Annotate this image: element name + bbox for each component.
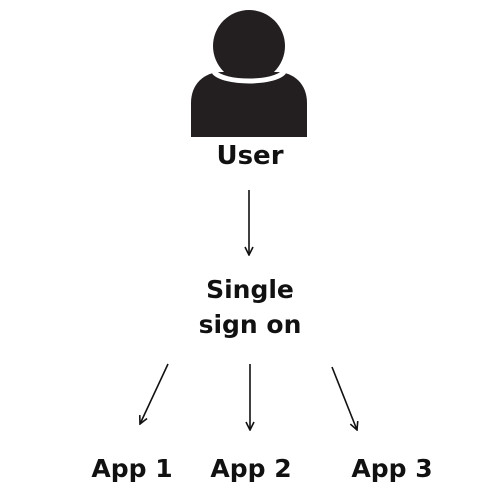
sso-label-line-2: sign on — [198, 310, 302, 339]
sso-label-line-1: Single — [206, 275, 294, 304]
app-1-label: App 1 — [91, 454, 173, 483]
arrow-sso-to-app-1 — [140, 363, 169, 424]
app-3-label: App 3 — [351, 454, 433, 483]
user-label: User — [216, 141, 284, 171]
arrow-sso-to-app-3 — [331, 366, 357, 430]
single-sign-on-label: Single sign on — [160, 272, 340, 342]
user-silhouette-icon — [191, 10, 307, 137]
app-2-label: App 2 — [210, 454, 292, 483]
